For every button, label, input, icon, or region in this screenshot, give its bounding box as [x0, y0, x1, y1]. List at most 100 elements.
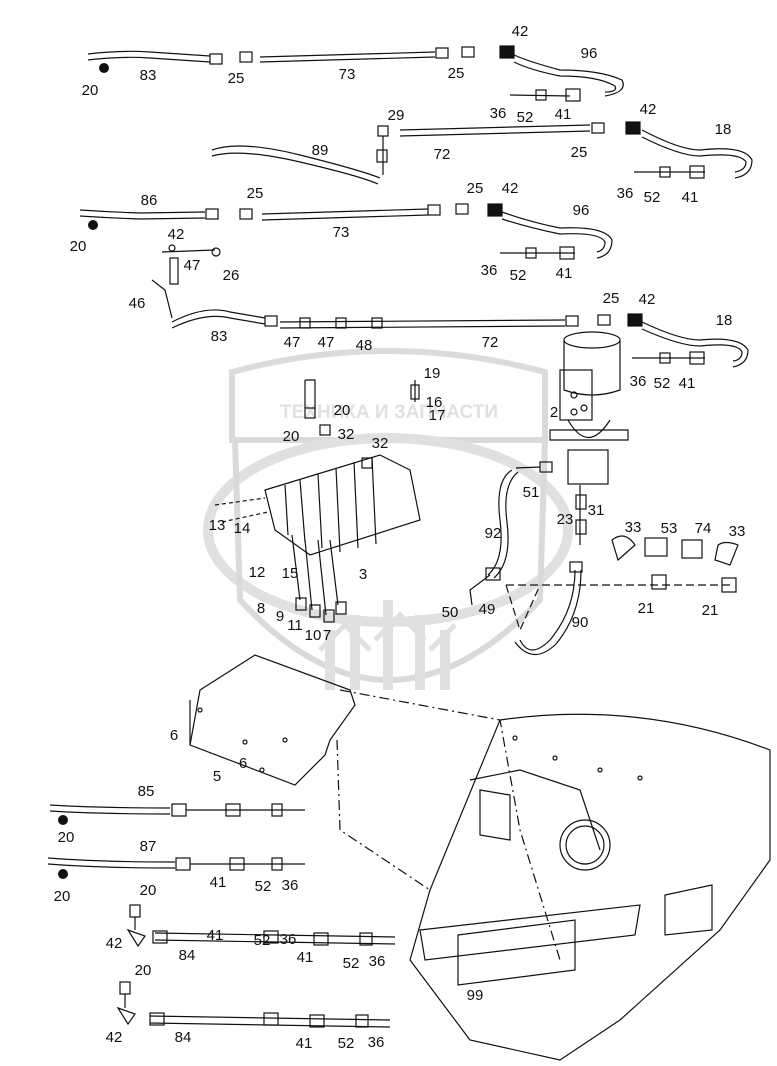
part-callout: 11 — [287, 617, 303, 634]
part-callout: 18 — [716, 312, 733, 329]
watermark-text: ТЕХНИКА И ЗАПЧАСТИ — [280, 402, 498, 423]
part-callout: 96 — [581, 45, 598, 62]
part-callout: 25 — [603, 290, 620, 307]
part-callout: 5 — [213, 768, 221, 785]
part-callout: 86 — [141, 192, 158, 209]
part-callout: 50 — [442, 604, 459, 621]
part-callout: 31 — [588, 502, 605, 519]
part-callout: 41 — [297, 949, 314, 966]
part-callout: 25 — [228, 70, 245, 87]
part-callout: 33 — [625, 519, 642, 536]
pump-motor — [549, 331, 629, 485]
hose-line-row-4 — [171, 309, 749, 368]
part-callout: 42 — [168, 226, 185, 243]
part-callout: 18 — [715, 121, 732, 138]
part-callout: 36 — [617, 185, 634, 202]
part-callout: 20 — [70, 238, 87, 255]
part-callout: 36 — [280, 931, 297, 948]
part-callout: 20 — [54, 888, 71, 905]
part-callout: 46 — [129, 295, 146, 312]
part-callout: 72 — [482, 334, 499, 351]
part-callout: 74 — [695, 520, 712, 537]
hose-92-90 — [469, 461, 739, 656]
part-callout: 20 — [140, 882, 157, 899]
part-callout: 23 — [557, 511, 574, 528]
part-callout: 41 — [555, 106, 572, 123]
part-callout: 41 — [679, 375, 696, 392]
part-callout: 52 — [338, 1035, 355, 1052]
part-callout: 13 — [209, 517, 226, 534]
part-callout: 2 — [550, 404, 558, 421]
part-callout: 72 — [434, 146, 451, 163]
watermark: ТЕХНИКА И ЗАПЧАСТИ — [203, 348, 573, 690]
part-callout: 25 — [467, 180, 484, 197]
line-art — [47, 45, 771, 1061]
part-callout: 16 — [426, 394, 443, 411]
part-callout: 25 — [448, 65, 465, 82]
part-callout: 33 — [729, 523, 746, 540]
part-callout: 52 — [644, 189, 661, 206]
part-callout: 41 — [207, 927, 224, 944]
part-callout: 52 — [343, 955, 360, 972]
part-callout: 10 — [305, 627, 322, 644]
part-callout: 51 — [523, 484, 540, 501]
part-callout: 6 — [239, 755, 247, 772]
part-callout: 32 — [338, 426, 355, 443]
part-callout: 20 — [334, 402, 351, 419]
part-callout: 99 — [467, 987, 484, 1004]
part-callout: 89 — [312, 142, 329, 159]
part-callout: 83 — [140, 67, 157, 84]
part-callout: 84 — [179, 947, 196, 964]
part-callout: 41 — [682, 189, 699, 206]
part-callout: 29 — [388, 107, 405, 124]
part-callout: 84 — [175, 1029, 192, 1046]
hose-line-row-3 — [79, 203, 613, 319]
part-callout: 41 — [210, 874, 227, 891]
part-callout: 42 — [639, 291, 656, 308]
dark-fittings — [58, 63, 109, 879]
part-callout: 47 — [318, 334, 335, 351]
part-callout: 12 — [249, 564, 266, 581]
hose-line-row-2 — [211, 121, 753, 185]
part-callout: 52 — [517, 109, 534, 126]
part-callout: 47 — [284, 334, 301, 351]
part-callout: 20 — [283, 428, 300, 445]
part-callout: 20 — [82, 82, 99, 99]
part-callout: 49 — [479, 601, 496, 618]
part-callout: 36 — [630, 373, 647, 390]
part-callout: 42 — [106, 935, 123, 952]
part-callout: 47 — [184, 257, 201, 274]
part-callout: 85 — [138, 783, 155, 800]
part-callout: 36 — [282, 877, 299, 894]
control-valve-block — [214, 379, 421, 623]
part-callout: 26 — [223, 267, 240, 284]
part-callout: 42 — [640, 101, 657, 118]
part-callout: 9 — [276, 608, 284, 625]
chassis-frame — [336, 689, 771, 1061]
lower-hoses — [47, 803, 396, 1028]
part-callout: 73 — [333, 224, 350, 241]
part-callout: 8 — [257, 600, 265, 617]
part-callout: 3 — [359, 566, 367, 583]
part-callout: 20 — [58, 829, 75, 846]
part-callout: 48 — [356, 337, 373, 354]
part-callout: 25 — [571, 144, 588, 161]
part-callout: 6 — [170, 727, 178, 744]
part-callout: 15 — [282, 565, 299, 582]
part-callout: 41 — [296, 1035, 313, 1052]
part-callout: 96 — [573, 202, 590, 219]
part-callout: 42 — [106, 1029, 123, 1046]
part-callout: 53 — [661, 520, 678, 537]
part-callout: 41 — [556, 265, 573, 282]
part-callout: 73 — [339, 66, 356, 83]
part-callout: 52 — [654, 375, 671, 392]
part-callout: 52 — [510, 267, 527, 284]
hose-line-row-1 — [87, 45, 624, 102]
part-callout: 14 — [234, 520, 251, 537]
cover-plate — [189, 654, 356, 786]
part-callout: 20 — [135, 962, 152, 979]
part-callout: 36 — [490, 105, 507, 122]
part-callout: 36 — [369, 953, 386, 970]
part-callout: 42 — [502, 180, 519, 197]
